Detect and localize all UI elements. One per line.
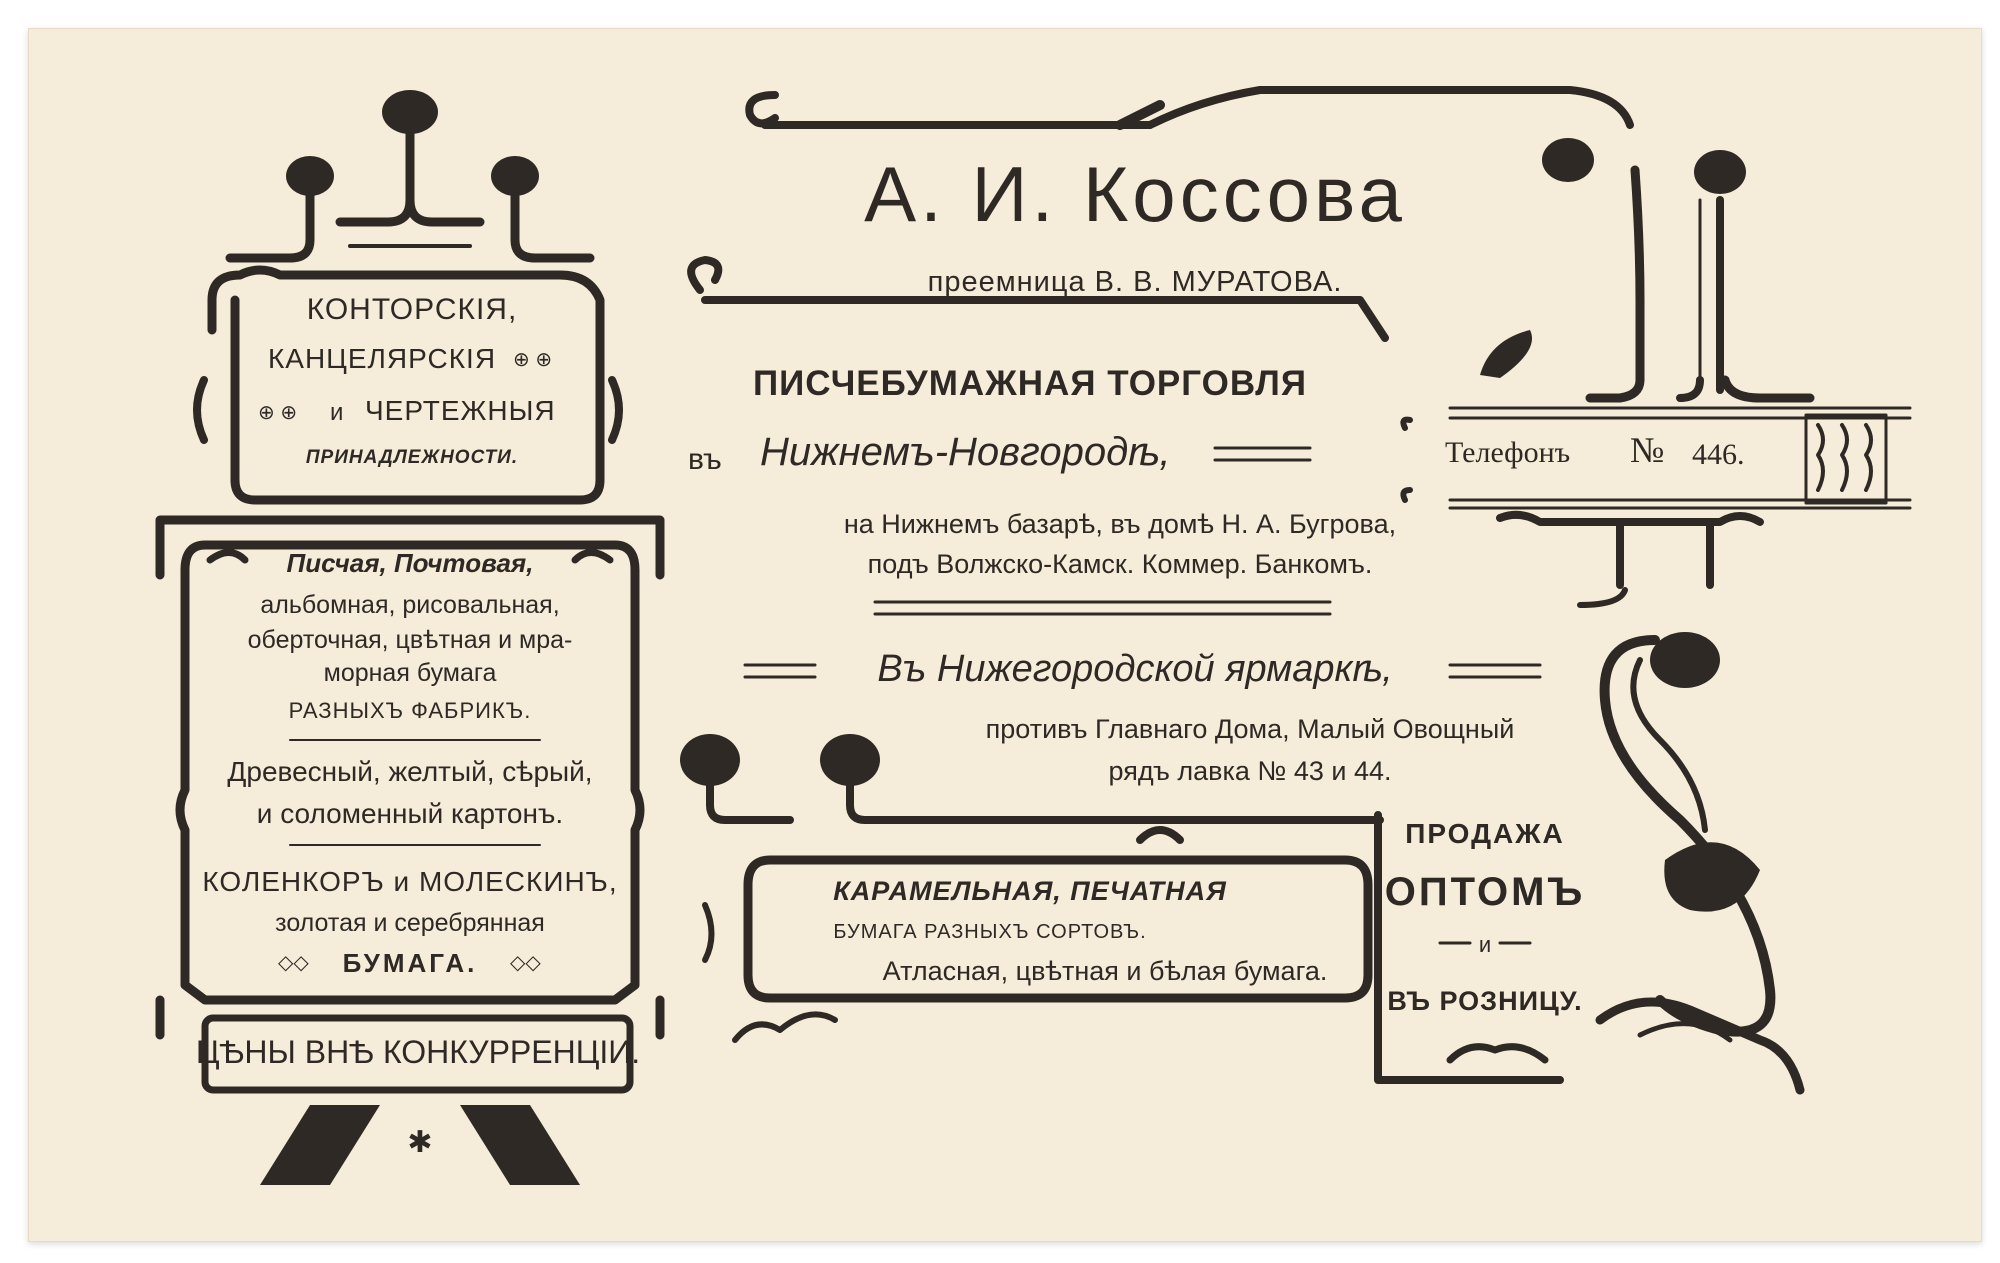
left-main-l7: и соломенный картонъ. [256, 798, 564, 829]
prices-banner: ЦѢНЫ ВНѢ КОНКУРРЕНЦІИ. [195, 1034, 641, 1070]
left-top-conj: и [330, 399, 344, 426]
left-main-l8: КОЛЕНКОРЪ и МОЛЕСКИНЪ, [202, 866, 618, 897]
phone-label: Телефонъ [1445, 436, 1571, 469]
left-top-line3: ЧЕРТЕЖНЫЯ [365, 395, 556, 426]
letterhead-sheet [28, 28, 1982, 1242]
sales-l1: ПРОДАЖА [1405, 818, 1565, 849]
city-address-line2: подъ Волжско-Камск. Коммер. Банкомъ. [867, 549, 1373, 579]
firm-name: А. И. Коссова [864, 150, 1406, 238]
caramel-l3: Атласная, цвѣтная и бѣлая бумага. [882, 956, 1328, 986]
left-main-l3: оберточная, цвѣтная и мра- [247, 626, 573, 654]
successor-line: преемница В. В. МУРАТОВА. [927, 266, 1343, 298]
left-main-panel-frame [155, 515, 665, 1005]
chevron-feet-icon [260, 1105, 580, 1185]
left-top-line4: ПРИНАДЛЕЖНОСТИ. [305, 447, 519, 468]
left-main-l6: Древесный, желтый, сѣрый, [227, 756, 593, 787]
phone-number: 446. [1692, 438, 1745, 471]
fair-title: Въ Нижегородской ярмаркѣ, [877, 648, 1393, 690]
left-main-l4: морная бумага [323, 659, 497, 687]
city-prefix: въ [688, 443, 722, 476]
left-top-panel-frame [207, 265, 605, 505]
city-name: Нижнемъ-Новгородѣ, [760, 430, 1171, 474]
fair-address-line1: противъ Главнаго Дома, Малый Овощный [985, 714, 1515, 744]
prices-banner-frame [201, 1014, 634, 1094]
sales-l4: ВЪ РОЗНИЦУ. [1387, 986, 1583, 1016]
diamond-ornament-icon: ◇◇ [510, 952, 541, 974]
caramel-panel-frame [743, 855, 1373, 1003]
left-main-l2: альбомная, рисовальная, [260, 591, 560, 619]
sales-l3: и [1478, 932, 1492, 957]
trade-title: ПИСЧЕБУМАЖНАЯ ТОРГОВЛЯ [752, 364, 1308, 403]
tulip-pair-middle-icon [706, 771, 1384, 824]
caramel-l2: БУМАГА РАЗНЫХЪ СОРТОВЪ. [833, 921, 1147, 943]
left-main-l1: Писчая, Почтовая, [286, 548, 534, 578]
city-address-line1: на Нижнемъ базарѣ, въ домѣ Н. А. Бугрова… [843, 509, 1397, 539]
diamond-ornament-icon: ◇◇ [278, 952, 309, 974]
sales-l2: ОПТОМЪ [1384, 870, 1586, 914]
quatrefoil-icon: ⊕ ⊕ [258, 402, 298, 424]
left-main-l10: БУМАГА. [342, 948, 478, 978]
right-vine-icon [1599, 635, 1776, 1037]
phone-number-sign: № [1630, 430, 1665, 470]
quatrefoil-icon: ⊕ ⊕ [513, 349, 553, 371]
caramel-l1: КАРАМЕЛЬНАЯ, ПЕЧАТНАЯ [833, 876, 1227, 906]
fair-address-line2: рядъ лавка № 43 и 44. [1108, 756, 1392, 786]
phone-box-frame [1448, 406, 1912, 510]
tulip-column-right-icon [1585, 165, 1815, 403]
left-main-l9: золотая и серебрянная [275, 909, 545, 937]
tulip-cluster-top-left-icon [225, 115, 595, 263]
snowflake-icon: ✱ [407, 1126, 432, 1159]
header-scroll-frame [745, 86, 1634, 129]
left-top-line2: КАНЦЕЛЯРСКІЯ [267, 343, 497, 374]
left-top-line1: КОНТОРСКІЯ, [306, 293, 518, 326]
left-main-l5: РАЗНЫХЪ ФАБРИКЪ. [288, 698, 532, 723]
